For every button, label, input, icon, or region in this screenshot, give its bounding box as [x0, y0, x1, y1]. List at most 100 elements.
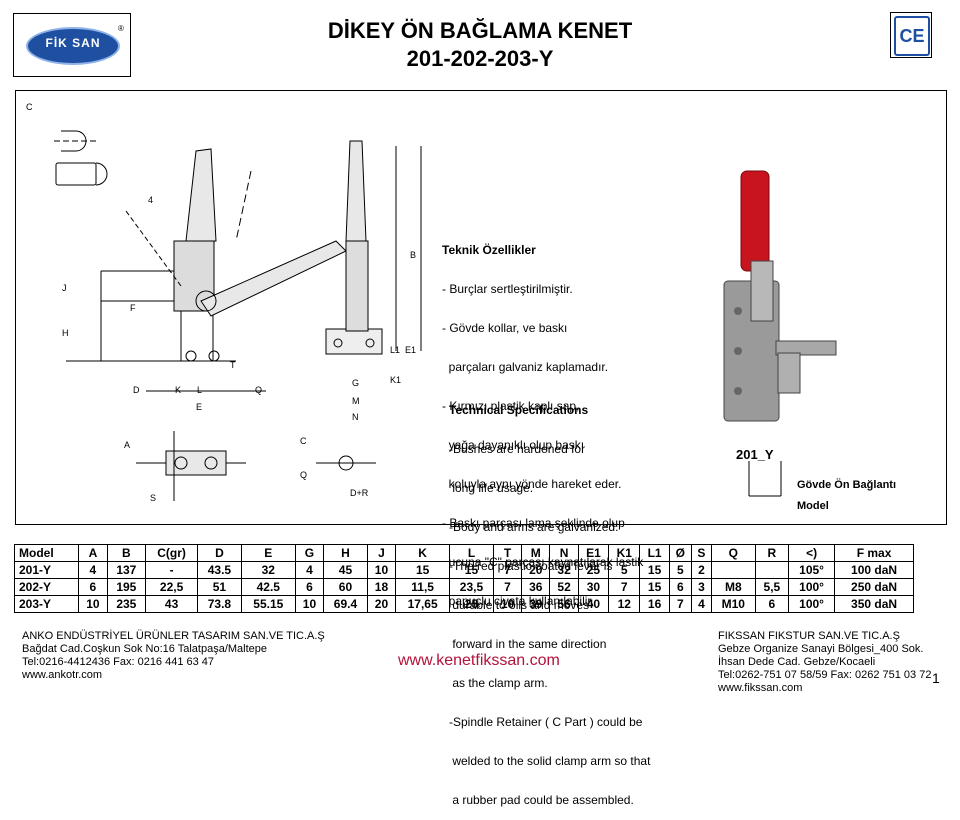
table-model-cell: 203-Y: [13, 595, 80, 613]
table-cell: 100°: [788, 578, 836, 596]
table-header: Ø: [668, 544, 692, 562]
footer-right-web[interactable]: www.fikssan.com: [718, 682, 803, 694]
table-cell: [754, 561, 790, 579]
table-cell: 7: [668, 595, 692, 613]
table-cell: 43: [145, 595, 199, 613]
dim-label-b: B: [410, 250, 417, 260]
page-title: DİKEY ÖN BAĞLAMA KENET: [327, 18, 633, 43]
spec-tr-line: koluyla aynı yönde hareket eder.: [442, 477, 622, 491]
dim-label-c-top: C: [26, 102, 33, 112]
table-header: C(gr): [145, 544, 199, 562]
logo-text: FİK SAN: [45, 36, 101, 50]
table-header: K: [395, 544, 451, 562]
table-cell: 20: [366, 595, 397, 613]
table-cell: 11,5: [395, 578, 451, 596]
table-header: F max: [834, 544, 914, 562]
model-code: 201_Y: [736, 447, 774, 462]
table-cell: 16: [639, 595, 670, 613]
table-header: J: [366, 544, 397, 562]
dim-label-q-mid: Q: [300, 470, 308, 480]
logo-oval: [26, 27, 120, 65]
table-cell: 15: [639, 578, 670, 596]
table-cell: 39: [521, 595, 551, 613]
spec-tr-line: parçaları galvaniz kaplamadır.: [442, 360, 609, 374]
table-cell: 20: [521, 561, 551, 579]
table-cell: 105°: [788, 561, 836, 579]
table-cell: 18: [366, 578, 397, 596]
dim-label-l: L: [197, 385, 203, 395]
specs-turkish-title: Teknik Özellikler: [442, 243, 536, 257]
table-header: M: [521, 544, 551, 562]
table-cell: 55.15: [240, 595, 296, 613]
table-cell: 17,65: [395, 595, 451, 613]
spec-en-line: welded to the solid clamp arm so that: [449, 754, 651, 768]
table-header: S: [690, 544, 712, 562]
table-header: L1: [639, 544, 670, 562]
table-cell: 5: [608, 561, 641, 579]
footer-left-company: ANKO ENDÜSTRİYEL ÜRÜNLER TASARIM SAN.VE …: [22, 630, 325, 642]
technical-drawing: [54, 130, 837, 501]
clamp-photo: [723, 170, 837, 497]
spec-en-line: forward in the same direction: [449, 637, 607, 651]
footer-center-web-link[interactable]: www.kenetfikssan.com: [398, 652, 560, 669]
table-cell: 5: [668, 561, 692, 579]
table-cell: 235: [106, 595, 147, 613]
mount-label: Gövde Ön Bağlantı: [797, 479, 897, 491]
spec-en-line: -Bushes are hardened for: [449, 442, 586, 456]
dim-label-h: H: [62, 328, 69, 338]
table-cell: [710, 561, 756, 579]
spec-en-line: long life usage.: [449, 481, 534, 495]
table-model-cell: 202-Y: [13, 578, 80, 596]
footer-left-web[interactable]: www.ankotr.com: [22, 669, 103, 681]
table-header: K1: [608, 544, 641, 562]
table-header: B: [106, 544, 147, 562]
dim-label-d-plus-r: D+R: [350, 488, 369, 498]
table-cell: 6: [294, 578, 325, 596]
table-cell: 43.5: [197, 561, 242, 579]
footer-right-company: FIKSSAN FIKSTUR SAN.VE TIC.A.Ş: [718, 630, 900, 642]
footer-left: ANKO ENDÜSTRİYEL ÜRÜNLER TASARIM SAN.VE …: [22, 630, 325, 682]
table-cell: 4: [294, 561, 325, 579]
table-cell: 36: [521, 578, 551, 596]
footer-right-address1: Gebze Organize Sanayi Bölgesi_400 Sok.: [718, 643, 924, 655]
table-cell: 25: [449, 595, 494, 613]
ce-mark-box: CE: [890, 12, 932, 58]
spec-tr-line: - Baskı parçası lama şeklinde olup: [442, 516, 625, 530]
dim-label-k: K: [175, 385, 182, 395]
table-header: E1: [577, 544, 610, 562]
page-number: 1: [932, 670, 940, 686]
spec-en-line: -Spindle Retainer ( C Part ) could be: [449, 715, 643, 729]
table-header: N: [549, 544, 579, 562]
table-cell: 40: [577, 595, 610, 613]
table-cell: -: [145, 561, 199, 579]
footer-left-phone: Tel:0216-4412436 Fax: 0216 441 63 47: [22, 656, 215, 668]
table-cell: 6: [754, 595, 790, 613]
dim-label-g: G: [352, 378, 360, 388]
table-cell: 30: [577, 578, 610, 596]
table-cell: 7: [608, 578, 641, 596]
spec-tr-line: - Burçlar sertleştirilmiştir.: [442, 282, 573, 296]
table-cell: 6: [668, 578, 692, 596]
table-header: E: [240, 544, 296, 562]
specs-english-title: Technical Specifications: [449, 403, 589, 417]
dim-label-q-top: Q: [255, 385, 263, 395]
table-cell: 60: [323, 578, 368, 596]
ce-icon: CE: [894, 16, 930, 56]
table-cell: M8: [710, 578, 756, 596]
spec-tr-line: yağa dayanıklı olup baskı: [442, 438, 585, 452]
footer-left-address: Bağdat Cad.Coşkun Sok No:16 Talatpaşa/Ma…: [22, 643, 268, 655]
dim-label-s: S: [150, 493, 157, 503]
table-cell: 195: [106, 578, 147, 596]
drawing-frame: [15, 90, 947, 525]
table-header: L: [449, 544, 494, 562]
spec-en-line: a rubber pad could be assembled.: [449, 793, 634, 807]
table-model-cell: 201-Y: [13, 561, 80, 579]
table-cell: 137: [106, 561, 147, 579]
spec-en-line: as the clamp arm.: [449, 676, 548, 690]
table-cell: 25: [577, 561, 610, 579]
table-cell: 4: [78, 561, 108, 579]
footer-right: FIKSSAN FIKSTUR SAN.VE TIC.A.Ş Gebze Org…: [718, 630, 931, 695]
